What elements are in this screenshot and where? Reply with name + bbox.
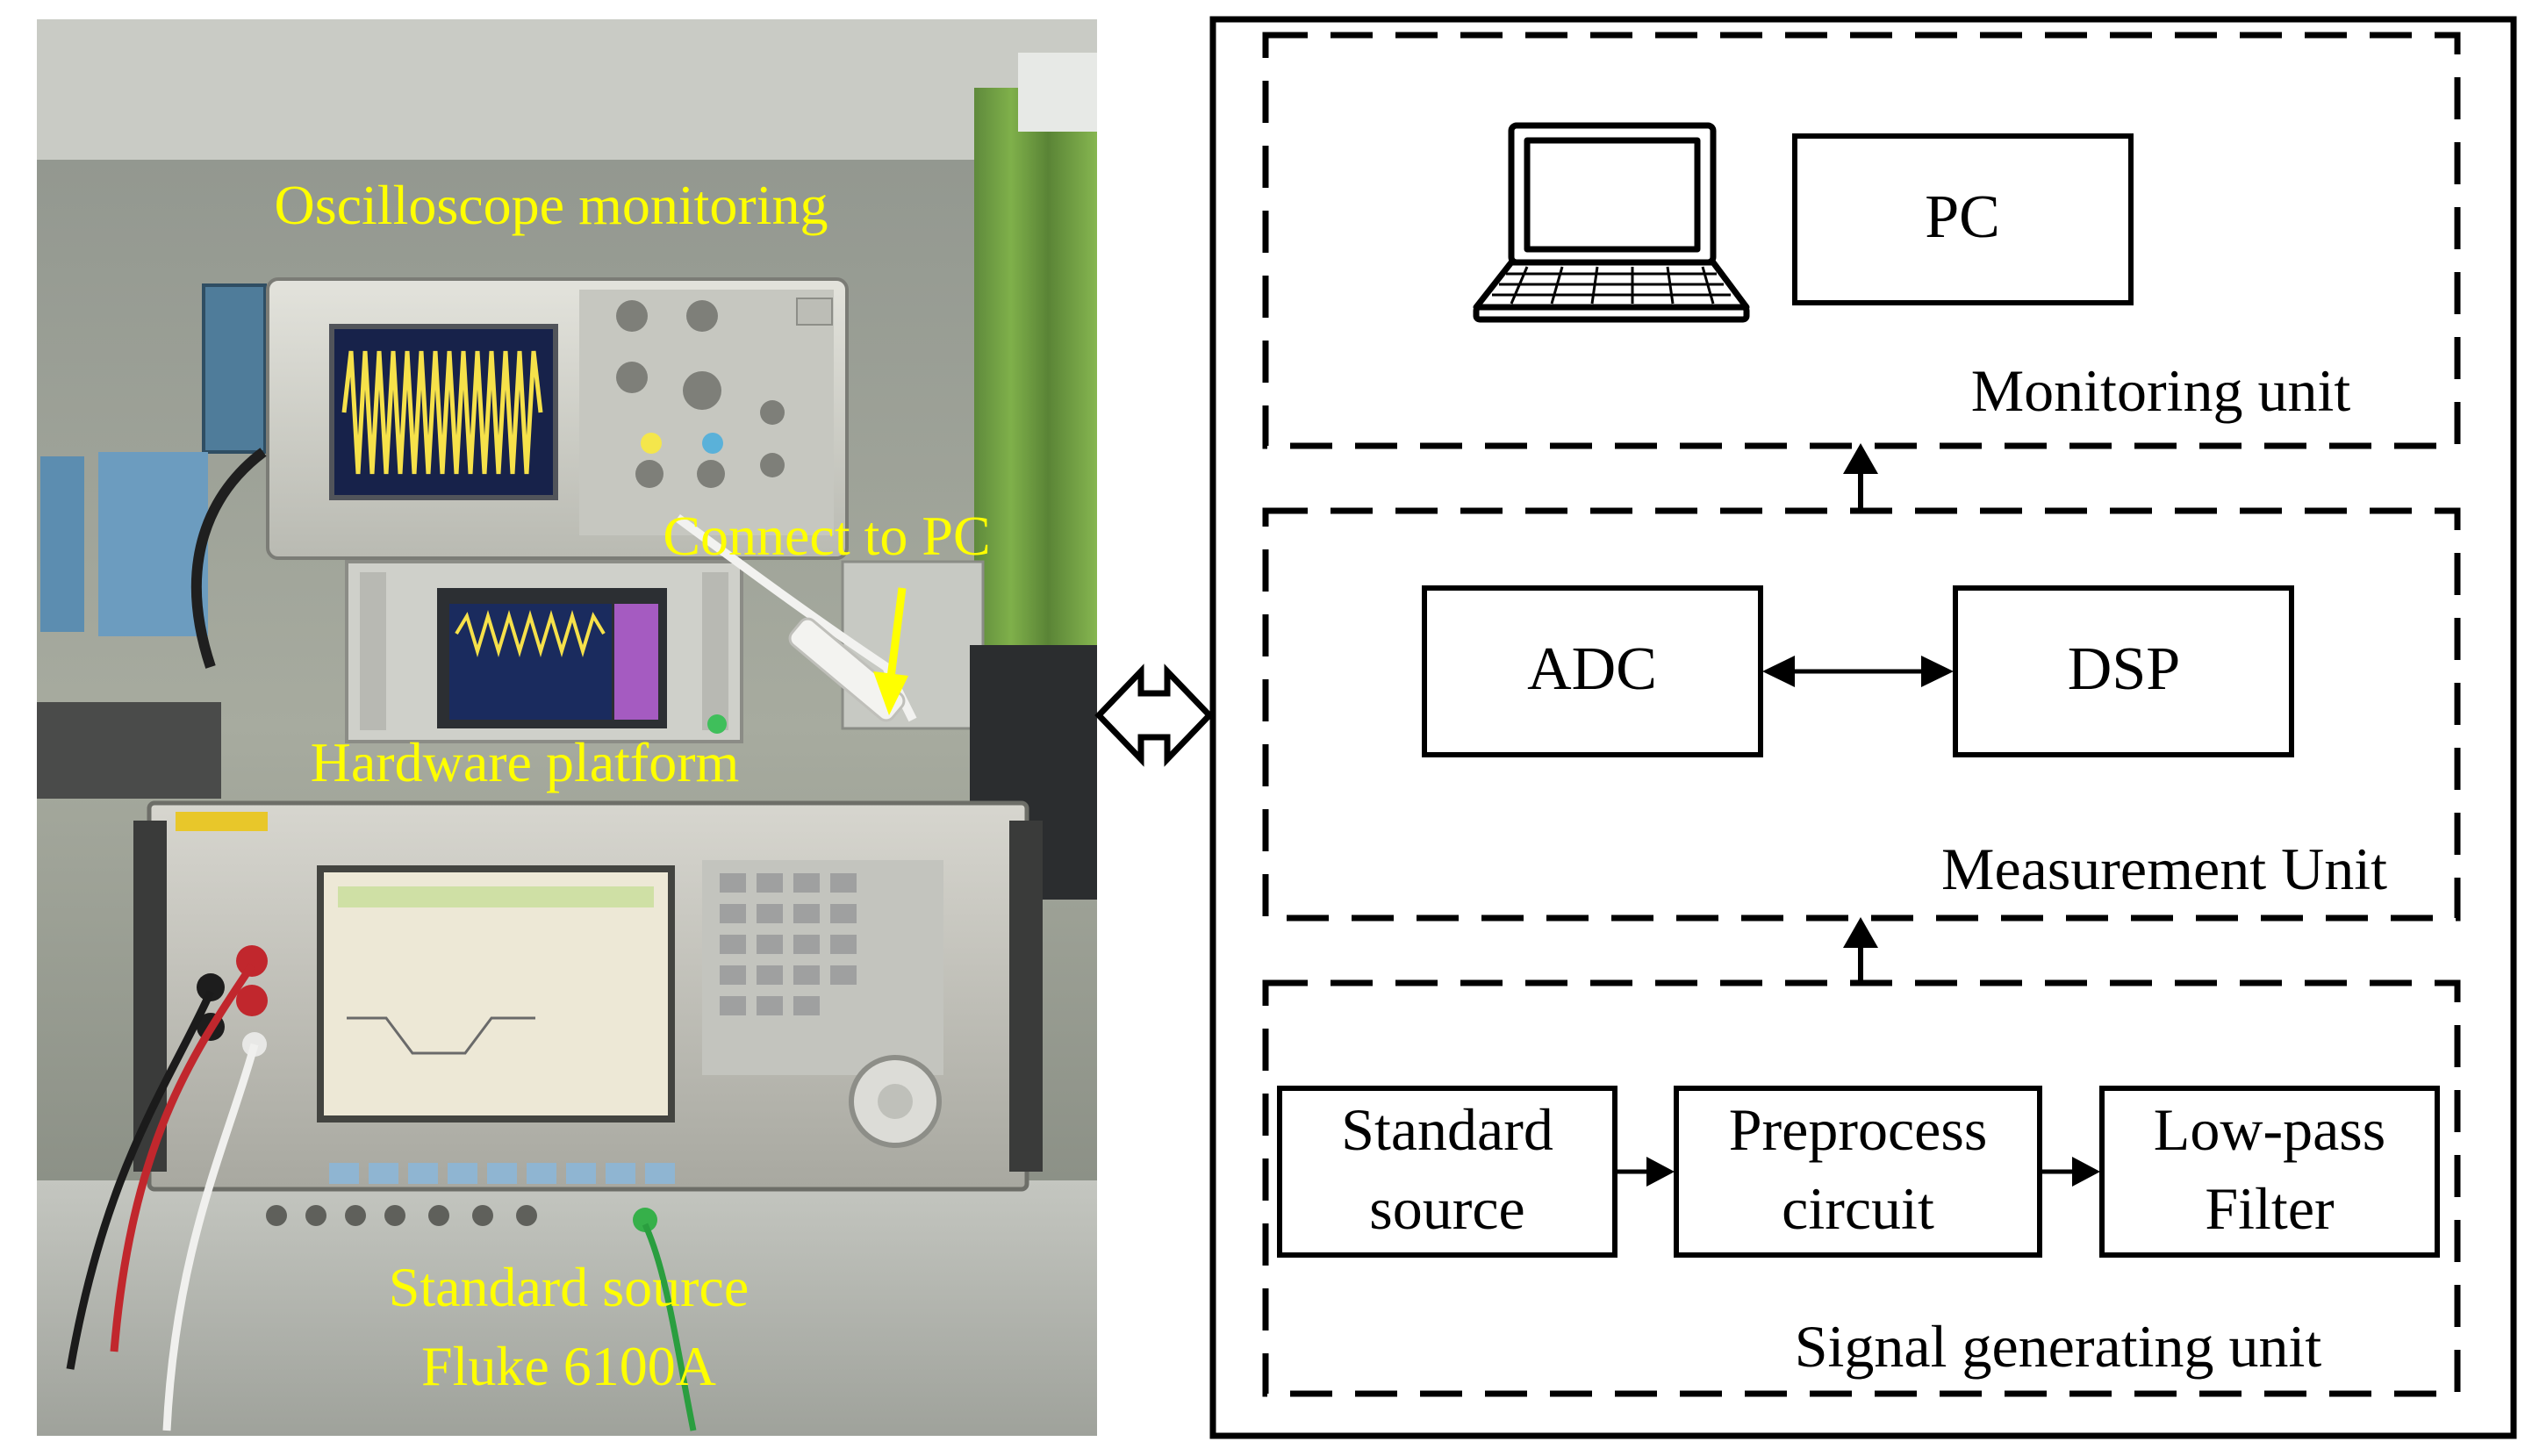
adc-block-label: ADC — [1527, 635, 1657, 703]
preprocess-label-2: circuit — [1782, 1175, 1934, 1242]
wall-poster-right — [98, 452, 208, 636]
ceiling — [37, 19, 1097, 160]
black-test-lead — [66, 990, 215, 1370]
table — [37, 1180, 1097, 1436]
monitoring-unit-label: Monitoring unit — [1971, 357, 2351, 424]
channel-2-button — [702, 433, 723, 454]
dsp-block — [1953, 585, 2294, 757]
fluke-right-handle — [1009, 821, 1043, 1172]
signal-unit-label: Signal generating unit — [1795, 1313, 2322, 1380]
oscilloscope-waveform — [341, 350, 543, 475]
arrow-signal-to-measurement — [1843, 917, 1878, 981]
standard-source-label-2: source — [1369, 1175, 1524, 1242]
label-connect-to-pc: Connect to PC — [663, 505, 990, 567]
fluke-logo-badge — [176, 812, 268, 831]
lowpass-block — [2099, 1086, 2440, 1258]
laptop-icon — [1473, 122, 1750, 323]
label-hardware-platform: Hardware platform — [311, 731, 740, 793]
arrow-source-to-preprocess — [1615, 1157, 1675, 1187]
preprocess-label-1: Preprocess — [1729, 1096, 1988, 1163]
block-diagram: PC Monitoring unit ADC DSP Measurement U… — [1209, 16, 2517, 1439]
measurement-unit-label: Measurement Unit — [1941, 836, 2387, 902]
preprocess-block — [1674, 1086, 2042, 1258]
dsp-block-label: DSP — [2068, 635, 2180, 703]
oscilloscope — [266, 277, 849, 560]
fluke-screen — [317, 865, 675, 1122]
white-test-lead — [162, 1043, 259, 1431]
green-cable — [642, 1223, 697, 1431]
arrow-measurement-to-monitoring — [1843, 443, 1878, 509]
monitoring-unit-region — [1262, 32, 2461, 449]
adc-block — [1422, 585, 1763, 757]
lowpass-label-2: Filter — [2205, 1175, 2335, 1242]
usb-cable — [675, 513, 917, 722]
lab-photo: Oscilloscope monitoring Connect to PC Ha… — [37, 19, 1097, 1436]
measurement-unit-region — [1262, 507, 2461, 922]
red-test-lead — [110, 963, 255, 1352]
oscilloscope-knobs — [616, 300, 785, 488]
pc-block-label: PC — [1925, 183, 2000, 251]
fluke-standard-source — [133, 800, 1043, 1232]
window-light — [1018, 53, 1097, 132]
label-oscilloscope-monitoring: Oscilloscope monitoring — [274, 174, 828, 236]
arrow-adc-dsp-bidirectional — [1762, 656, 1954, 687]
connect-arrow — [873, 587, 908, 715]
platform-power-led — [707, 714, 727, 734]
arrow-preprocess-to-lowpass — [2040, 1157, 2100, 1187]
lowpass-label-1: Low-pass — [2154, 1096, 2385, 1163]
wall-poster-left — [40, 456, 84, 632]
platform-menu — [614, 604, 658, 720]
usb-adapter — [788, 617, 906, 722]
signal-unit-region — [1262, 979, 2461, 1397]
bidirectional-arrow-icon — [1094, 663, 1214, 767]
label-fluke-model: Fluke 6100A — [421, 1335, 716, 1397]
label-standard-source: Standard source — [389, 1256, 750, 1318]
fluke-softkeys — [329, 1163, 675, 1184]
pc-block — [1792, 133, 2134, 305]
fluke-bnc-connectors — [266, 1205, 537, 1226]
wall-poster — [202, 283, 267, 454]
fluke-keys — [720, 873, 857, 1015]
standard-source-block — [1277, 1086, 1617, 1258]
left-bench-equipment — [37, 702, 221, 799]
hardware-platform — [345, 560, 743, 743]
standard-source-label-1: Standard — [1341, 1096, 1553, 1163]
green-curtain — [974, 88, 1097, 737]
channel-1-button — [641, 433, 662, 454]
oscilloscope-power-cable — [190, 448, 267, 669]
fluke-green-connector — [633, 1208, 657, 1232]
